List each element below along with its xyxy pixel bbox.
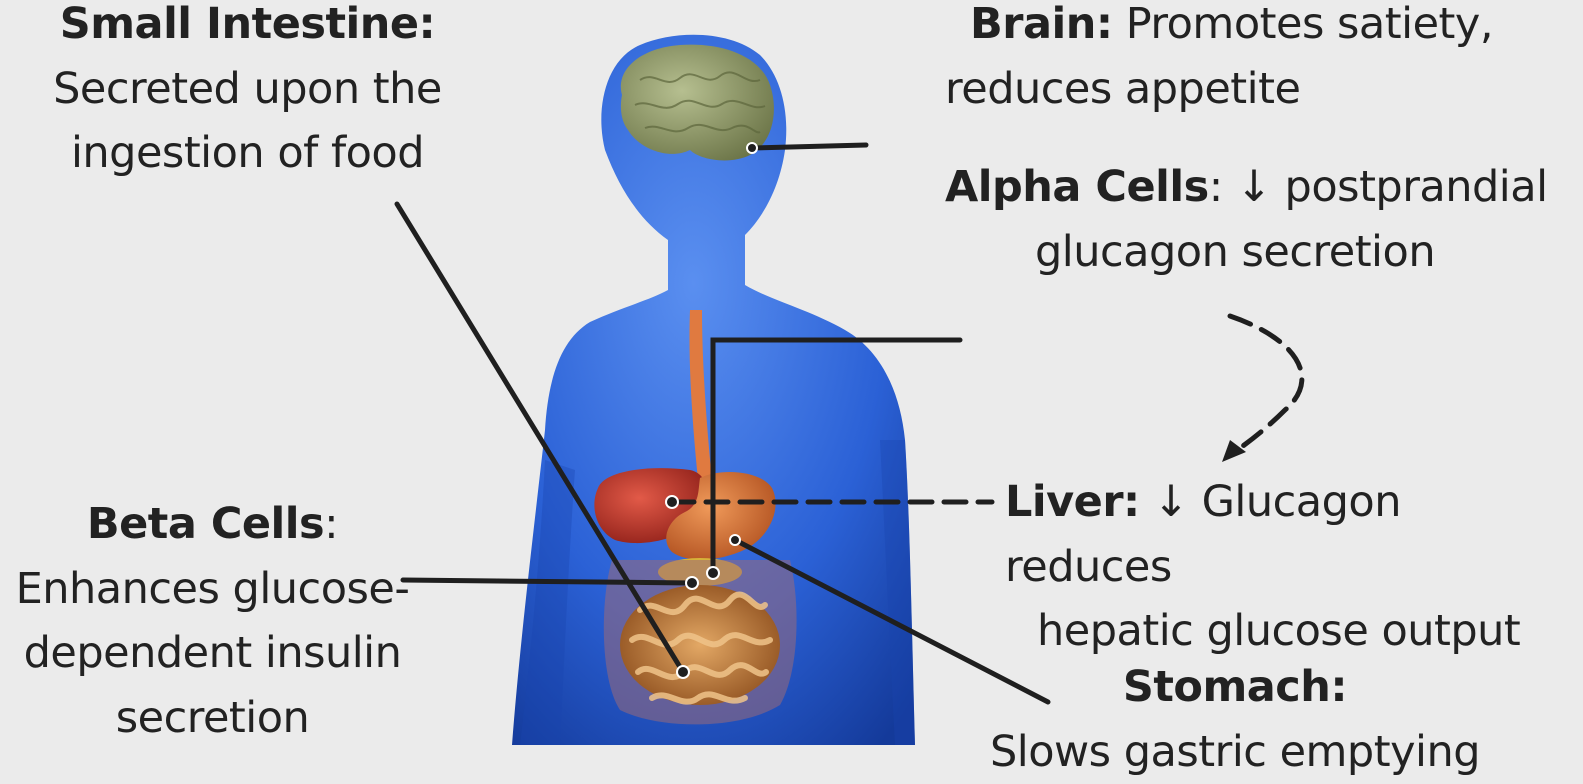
small-intestine-line2: ingestion of food [20, 121, 475, 186]
alpha-sep: : [1209, 162, 1236, 212]
brain-label: Brain: Promotes satiety, reduces appetit… [945, 0, 1565, 121]
alpha-text1: postprandial [1271, 162, 1547, 212]
brain-connector [752, 145, 866, 148]
beta-cells-label: Beta Cells: Enhances glucose- dependent … [0, 492, 425, 750]
alpha-cells-label: Alpha Cells: ↓ postprandial glucagon sec… [945, 155, 1565, 284]
stomach-label: Stomach: Slows gastric emptying [975, 655, 1495, 784]
down-arrow-icon: ↓ [1140, 477, 1189, 527]
stomach-title: Stomach: [1123, 662, 1347, 712]
brain-text1: Promotes satiety, [1113, 0, 1493, 49]
stomach-line1: Slows gastric emptying [975, 720, 1495, 784]
liver-line2: hepatic glucose output [1005, 599, 1580, 664]
small-intestine-organ [620, 585, 780, 705]
brain-title: Brain: [970, 0, 1113, 49]
beta-line1: Enhances glucose- [0, 557, 425, 622]
down-arrow-icon: ↓ [1236, 162, 1272, 212]
alpha-to-liver-arrow [1230, 316, 1302, 455]
beta-connector [403, 580, 692, 583]
alpha-title: Alpha Cells [945, 162, 1209, 212]
beta-sep: : [324, 499, 338, 549]
beta-line3: secretion [0, 686, 425, 751]
alpha-line2: glucagon secretion [945, 220, 1565, 285]
small-intestine-title: Small Intestine: [60, 0, 435, 49]
liver-label: Liver: ↓ Glucagon reduces hepatic glucos… [1005, 470, 1580, 664]
beta-line2: dependent insulin [0, 621, 425, 686]
beta-title: Beta Cells [87, 499, 324, 549]
liver-title: Liver: [1005, 477, 1140, 527]
small-intestine-label: Small Intestine: Secreted upon the inges… [20, 0, 475, 186]
brain-line2: reduces appetite [945, 57, 1565, 122]
small-intestine-line1: Secreted upon the [20, 57, 475, 122]
